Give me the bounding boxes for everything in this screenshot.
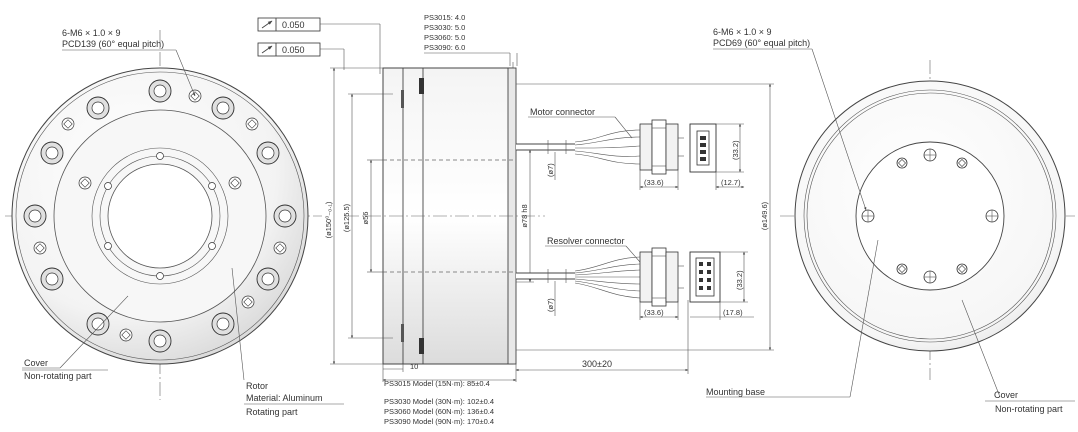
bolt-hole xyxy=(211,96,235,120)
bolt-hole xyxy=(211,312,235,336)
tapped-hole xyxy=(923,270,937,284)
right-mounting-holes xyxy=(896,157,968,275)
resolver-connector-height: (33.2) xyxy=(735,270,744,290)
resolver-connector-length: (33.6) xyxy=(644,308,664,317)
dim-dia-149: (ø149.6) xyxy=(760,201,769,230)
length-ps3030: PS3030 Model (30N·m): 102±0.4 xyxy=(384,397,494,406)
right-tapped-holes xyxy=(861,148,999,284)
bolt-hole xyxy=(273,204,297,228)
right-callout-thread: 6-M6 × 1.0 × 9 xyxy=(713,27,772,37)
tapped-hole xyxy=(241,295,255,309)
tapped-hole xyxy=(78,176,92,190)
tapped-hole xyxy=(985,209,999,223)
rotor-hole xyxy=(104,242,112,250)
motor-connector-height: (33.2) xyxy=(731,140,740,160)
motor-body xyxy=(382,67,514,365)
length-ps3060: PS3060 Model (60N·m): 136±0.4 xyxy=(384,407,494,416)
motor-connector: Motor connector (ø7) (33.6) xyxy=(516,107,745,190)
bolt-hole xyxy=(256,141,280,165)
right-callout-pcd: PCD69 (60° equal pitch) xyxy=(713,38,810,48)
tapped-hole xyxy=(119,328,133,342)
bolt-hole xyxy=(86,96,110,120)
left-callout-thread: 6-M6 × 1.0 × 9 xyxy=(62,28,121,38)
resolver-cable-dia: (ø7) xyxy=(546,298,555,312)
right-rear-view: 6-M6 × 1.0 × 9 PCD69 (60° equal pitch) M… xyxy=(706,27,1075,414)
resolver-connector-label: Resolver connector xyxy=(547,236,625,246)
tapped-hole xyxy=(228,176,242,190)
resolver-connector-width: (17.8) xyxy=(723,308,743,317)
dim-dia-56: ø56 xyxy=(361,212,370,225)
dim-10: 10 xyxy=(410,362,418,371)
motor-connector-label: Motor connector xyxy=(530,107,595,117)
thickness-ps3090: PS3090: 6.0 xyxy=(424,43,465,52)
bolt-hole xyxy=(86,312,110,336)
dim-dia-150: (ø150⁰₋₀.₁) xyxy=(324,201,333,238)
tapped-hole xyxy=(861,209,875,223)
rotor-hole xyxy=(208,242,216,250)
left-cover-label: Cover xyxy=(24,358,48,368)
runout-tolerance-1: 0.050 xyxy=(257,17,381,74)
left-front-view: 6-M6 × 1.0 × 9 PCD139 (60° equal pitch) … xyxy=(5,28,344,417)
tapped-hole xyxy=(245,117,259,131)
rotor-material: Material: Aluminum xyxy=(246,393,323,403)
right-cover-label: Cover xyxy=(994,390,1018,400)
rotor-hole xyxy=(156,152,164,160)
bolt-hole xyxy=(148,79,172,103)
mount-hole xyxy=(956,263,968,275)
dim-dia-125: (ø125.5) xyxy=(342,203,351,232)
runout-tolerance-2: 0.050 xyxy=(257,42,345,70)
rotor-sublabel: Rotating part xyxy=(246,407,298,417)
left-tapped-holes xyxy=(33,89,287,342)
runout-value-2: 0.050 xyxy=(282,45,305,55)
rotor-hole xyxy=(156,272,164,280)
mount-hole xyxy=(896,263,908,275)
right-mounting-base xyxy=(855,141,1005,291)
bolt-hole xyxy=(256,267,280,291)
tapped-hole xyxy=(61,117,75,131)
left-hollow-bore xyxy=(107,163,213,269)
thickness-ps3030: PS3030: 5.0 xyxy=(424,23,465,32)
motor-cable-dia: (ø7) xyxy=(546,163,555,177)
length-ps3090: PS3090 Model (90N·m): 170±0.4 xyxy=(384,417,494,426)
rotor-hole xyxy=(208,182,216,190)
bolt-hole xyxy=(148,329,172,353)
motor-connector-length: (33.6) xyxy=(644,178,664,187)
side-view: 0.050 0.050 PS3015: 4.0 PS3030: 5.0 PS30… xyxy=(257,13,774,426)
rotor-hole xyxy=(104,182,112,190)
mount-hole xyxy=(956,157,968,169)
bolt-hole xyxy=(40,267,64,291)
right-cover-sublabel: Non-rotating part xyxy=(995,404,1063,414)
left-cover-sublabel: Non-rotating part xyxy=(24,371,92,381)
tapped-hole xyxy=(273,241,287,255)
left-outer-bolt-holes xyxy=(23,79,297,353)
tapped-hole xyxy=(923,148,937,162)
left-rotor-holes xyxy=(104,152,216,280)
tapped-hole xyxy=(33,241,47,255)
resolver-connector: Resolver connector (ø7) xyxy=(516,236,754,320)
left-callout-pcd: PCD139 (60° equal pitch) xyxy=(62,39,164,49)
length-ps3015: PS3015 Model (15N·m): 85±0.4 xyxy=(384,379,490,388)
mount-hole xyxy=(896,157,908,169)
motor-connector-width: (12.7) xyxy=(721,178,741,187)
dim-cable-length: 300±20 xyxy=(582,359,612,369)
rotor-label: Rotor xyxy=(246,381,268,391)
runout-value-1: 0.050 xyxy=(282,20,305,30)
mounting-base-label: Mounting base xyxy=(706,387,765,397)
bolt-hole xyxy=(40,141,64,165)
dim-dia-78: ø78 h8 xyxy=(520,204,529,227)
thickness-ps3060: PS3060: 5.0 xyxy=(424,33,465,42)
thickness-ps3015: PS3015: 4.0 xyxy=(424,13,465,22)
bolt-hole xyxy=(23,204,47,228)
